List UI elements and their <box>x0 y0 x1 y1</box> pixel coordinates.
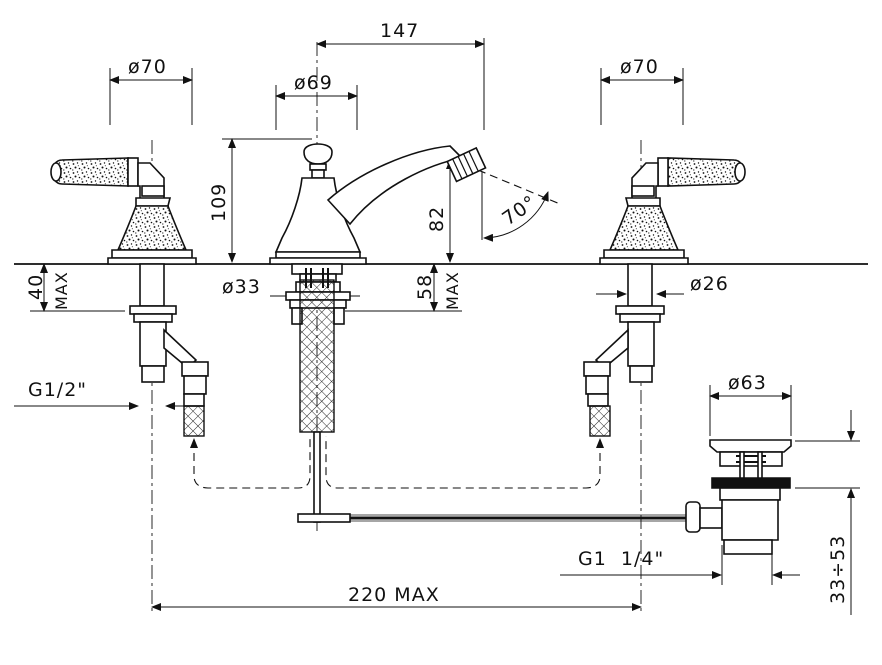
dim-text-82: 82 <box>426 206 448 232</box>
dim-text-58: 58 <box>414 274 436 300</box>
left-valve <box>50 157 209 437</box>
dimension-waste-diameter: ø63 <box>709 372 792 436</box>
dimension-right-handle-diameter: ø70 <box>600 56 684 125</box>
dimension-g-half-inch: G1/2" <box>14 379 186 410</box>
dim-text-109: 109 <box>208 183 230 222</box>
dimension-109: 109 <box>208 138 312 263</box>
dim-text-right-handle: ø70 <box>620 56 659 78</box>
dim-text-g-one-quarter: G1 1/4" <box>578 548 664 570</box>
dim-text-shank: ø33 <box>222 276 261 298</box>
right-valve <box>583 157 746 437</box>
dimension-waste-height: 33÷53 <box>795 410 860 615</box>
dimension-40-max: 40 MAX <box>25 263 125 312</box>
dim-text-40-max: MAX <box>52 271 71 310</box>
hose-right <box>325 436 601 489</box>
pop-up-waste <box>709 439 792 555</box>
dim-text-waste: ø63 <box>728 372 767 394</box>
dim-text-waste-height: 33÷53 <box>827 535 849 604</box>
popup-linkage <box>297 501 723 533</box>
dim-text-147: 147 <box>380 20 419 42</box>
dim-text-58-max: MAX <box>443 271 462 310</box>
dimension-valve-shank-diameter: ø26 <box>596 273 729 298</box>
dim-text-70-degrees: 70° <box>498 191 541 230</box>
dim-text-left-handle: ø70 <box>128 56 167 78</box>
hose-left <box>193 436 311 489</box>
dim-text-valve-shank: ø26 <box>690 273 729 295</box>
dim-text-40: 40 <box>25 274 47 300</box>
dim-text-220-max: 220 MAX <box>348 584 440 606</box>
dimension-left-handle-diameter: ø70 <box>109 56 193 125</box>
dimension-147: 147 <box>316 20 485 130</box>
dimension-220-max: 220 MAX <box>151 584 642 611</box>
bidet-spout <box>269 143 487 523</box>
dim-text-g-half: G1/2" <box>28 379 87 401</box>
dimension-spout-base-diameter: ø69 <box>275 72 358 130</box>
dimension-angle-70: 70° <box>477 169 561 242</box>
dim-text-spout-base: ø69 <box>294 72 333 94</box>
dimension-58-max: 58 MAX <box>345 263 462 312</box>
dimension-g-one-quarter: G1 1/4" <box>560 545 800 585</box>
